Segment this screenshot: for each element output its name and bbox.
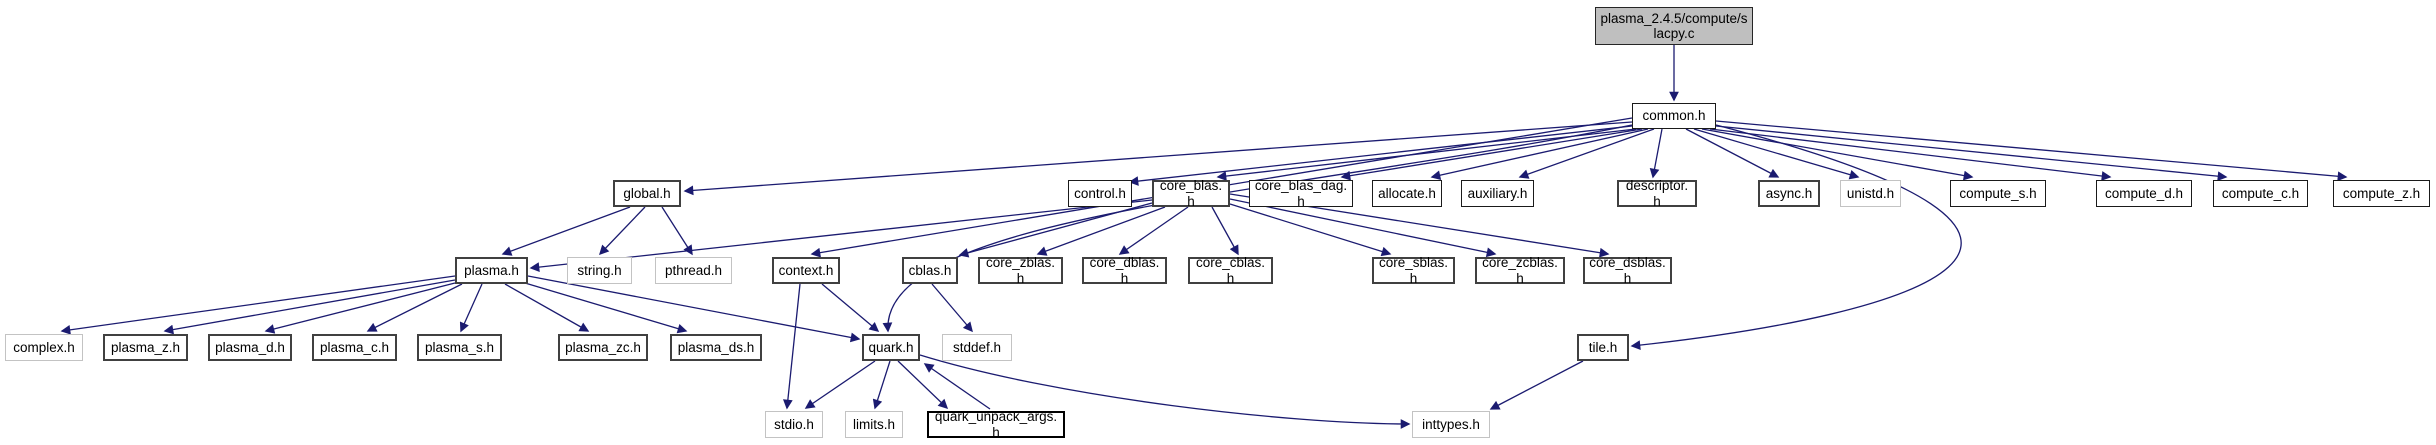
- node-compute_z[interactable]: compute_z.h: [2333, 180, 2430, 207]
- node-plasma_ds[interactable]: plasma_ds.h: [670, 334, 762, 361]
- node-control[interactable]: control.h: [1068, 180, 1132, 207]
- edge-core_blas-to-core_sblas: [1229, 203, 1392, 257]
- edge-common-to-tile: [1630, 124, 1962, 350]
- node-core_zcblas[interactable]: core_zcblas.h: [1475, 255, 1565, 286]
- node-inttypes: inttypes.h: [1412, 411, 1490, 438]
- edge-plasma-to-quark: [527, 275, 861, 343]
- edge-common-to-core_blas_dag: [1340, 128, 1643, 181]
- node-complex: complex.h: [5, 334, 83, 361]
- edge-plasma-to-plasma_d: [264, 282, 456, 334]
- edge-common-to-descriptor: [1649, 128, 1663, 179]
- edge-global-to-pthread: [661, 206, 693, 256]
- node-stddef: stddef.h: [942, 334, 1012, 361]
- node-unistd: unistd.h: [1840, 180, 1901, 207]
- edge-quark-to-inttypes: [919, 354, 1411, 429]
- edge-plasma-to-plasma_s: [459, 283, 483, 333]
- edge-common-to-global: [683, 121, 1633, 196]
- node-plasma_zc[interactable]: plasma_zc.h: [558, 334, 648, 361]
- edge-core_blas-to-plasma: [529, 199, 1153, 272]
- node-core_sblas[interactable]: core_sblas.h: [1372, 255, 1455, 286]
- edge-plasma-to-plasma_z: [163, 279, 456, 335]
- node-plasma[interactable]: plasma.h: [455, 257, 528, 284]
- node-core_dblas[interactable]: core_dblas.h: [1082, 255, 1167, 286]
- edge-cblas-to-stddef: [931, 283, 973, 333]
- edge-core_blas-to-cblas: [958, 202, 1153, 258]
- node-allocate[interactable]: allocate.h: [1372, 180, 1442, 207]
- edge-common-to-compute_z: [1715, 120, 2348, 182]
- node-quark_unpack_args[interactable]: quark_unpack_args.h: [927, 409, 1065, 440]
- node-quark[interactable]: quark.h: [862, 334, 920, 361]
- edge-plasma-to-complex: [60, 275, 456, 335]
- node-limits: limits.h: [845, 411, 903, 438]
- edge-common-to-quark: [882, 124, 1633, 333]
- edge-common-to-compute_s: [1701, 128, 1974, 181]
- node-async[interactable]: async.h: [1758, 180, 1820, 207]
- edge-core_blas-to-core_cblas: [1211, 206, 1239, 256]
- node-core_cblas[interactable]: core_cblas.h: [1188, 255, 1273, 286]
- edge-quark_unpack_args-to-quark: [923, 363, 991, 410]
- edge-context-to-quark: [821, 283, 880, 332]
- node-core_zblas[interactable]: core_zblas.h: [978, 255, 1063, 286]
- node-pthread: pthread.h: [655, 257, 732, 284]
- edge-common-to-auxiliary: [1518, 128, 1655, 179]
- node-common[interactable]: common.h: [1632, 103, 1716, 129]
- edge-plasma-to-plasma_zc: [504, 283, 590, 332]
- node-global[interactable]: global.h: [613, 180, 681, 207]
- edge-quark-to-quark_unpack_args: [897, 360, 949, 410]
- edge-core_blas-to-core_zblas: [1036, 206, 1166, 256]
- node-string: string.h: [567, 257, 632, 284]
- edge-quark-to-stdio: [804, 360, 876, 409]
- edge-plasma-to-plasma_c: [366, 283, 463, 332]
- edge-context-to-stdio: [783, 283, 801, 410]
- node-plasma_s[interactable]: plasma_s.h: [417, 334, 502, 361]
- node-plasma_z[interactable]: plasma_z.h: [103, 334, 188, 361]
- edge-core_blas-to-core_zcblas: [1229, 198, 1497, 258]
- node-compute_c[interactable]: compute_c.h: [2213, 180, 2308, 207]
- node-auxiliary[interactable]: auxiliary.h: [1461, 180, 1534, 207]
- edge-common-to-unistd: [1693, 128, 1860, 180]
- node-plasma_d[interactable]: plasma_d.h: [208, 334, 292, 361]
- edge-tile-to-inttypes: [1489, 360, 1584, 410]
- node-stdio: stdio.h: [765, 411, 823, 438]
- node-cblas[interactable]: cblas.h: [902, 257, 958, 284]
- edge-common-to-allocate: [1430, 128, 1649, 180]
- node-tile[interactable]: tile.h: [1577, 334, 1629, 361]
- edge-common-to-async: [1685, 128, 1780, 178]
- edge-common-to-compute_d: [1709, 128, 2112, 181]
- node-compute_d[interactable]: compute_d.h: [2096, 180, 2192, 207]
- edge-plasma-to-plasma_ds: [524, 282, 688, 334]
- node-core_blas[interactable]: core_blas.h: [1152, 178, 1230, 209]
- node-plasma_c[interactable]: plasma_c.h: [312, 334, 397, 361]
- node-core_dsblas[interactable]: core_dsblas.h: [1583, 255, 1672, 286]
- node-compute_s[interactable]: compute_s.h: [1950, 180, 2046, 207]
- node-context[interactable]: context.h: [772, 257, 840, 284]
- edge-core_blas-to-core_dblas: [1118, 206, 1189, 255]
- edge-common-to-compute_c: [1715, 125, 2228, 182]
- node-slacpy: plasma_2.4.5/compute/slacpy.c: [1595, 7, 1753, 45]
- node-descriptor[interactable]: descriptor.h: [1617, 178, 1697, 209]
- node-core_blas_dag[interactable]: core_blas_dag.h: [1249, 178, 1353, 209]
- edge-global-to-string: [598, 206, 646, 256]
- edge-global-to-plasma: [501, 206, 631, 256]
- edge-quark-to-limits: [872, 360, 891, 410]
- edge-common-to-control: [1128, 125, 1633, 186]
